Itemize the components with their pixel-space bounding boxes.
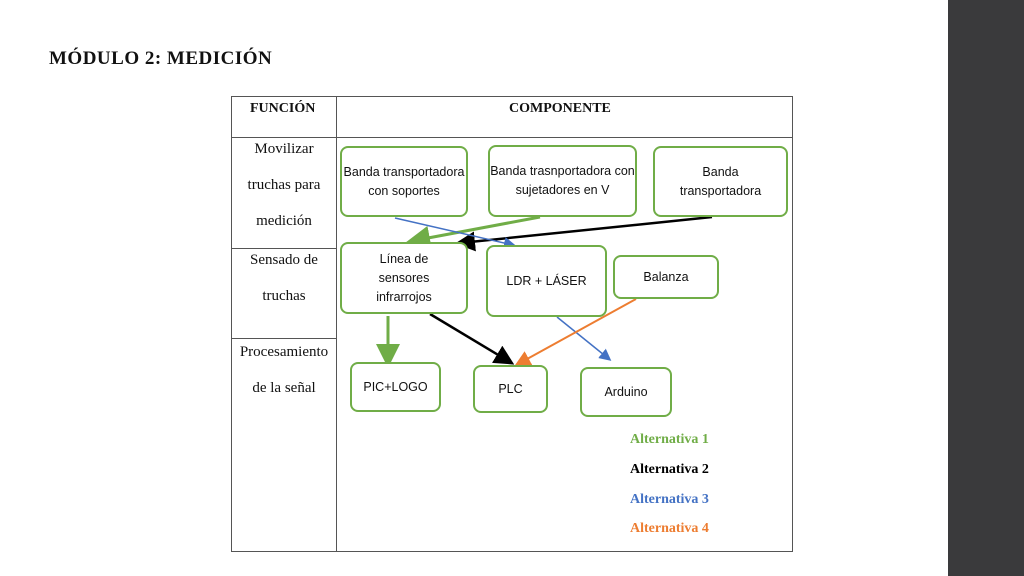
component-balanza: Balanza	[613, 255, 719, 299]
component-plc: PLC	[473, 365, 548, 413]
component-linea-sensores: Línea de sensores infrarrojos	[340, 242, 468, 314]
component-banda-soportes: Banda transportadora con soportes	[340, 146, 468, 217]
legend-alternativa-4: Alternativa 4	[630, 521, 709, 536]
component-pic-logo: PIC+LOGO	[350, 362, 441, 412]
header-function: FUNCIÓN	[250, 101, 316, 116]
table-column-divider	[336, 96, 337, 552]
header-component: COMPONENTE	[509, 101, 611, 116]
table-header-divider	[231, 137, 793, 138]
legend-alternativa-3: Alternativa 3	[630, 492, 709, 507]
legend-alternativa-1: Alternativa 1	[630, 432, 709, 447]
component-ldr-laser: LDR + LÁSER	[486, 245, 607, 317]
table-row-divider-2	[231, 338, 337, 339]
function-component-table	[231, 96, 793, 552]
component-arduino: Arduino	[580, 367, 672, 417]
function-row-1: Movilizar truchas para medición	[247, 141, 321, 229]
component-banda-transportadora: Banda transportadora	[653, 146, 788, 217]
right-sidebar-panel	[948, 0, 1024, 576]
page-title: MÓDULO 2: MEDICIÓN	[49, 48, 273, 69]
component-banda-sujetadores-v: Banda trasnportadora con sujetadores en …	[488, 145, 637, 217]
legend-alternativa-2: Alternativa 2	[630, 462, 709, 477]
function-row-3: Procesamiento de la señal	[239, 344, 329, 396]
table-row-divider-1	[231, 248, 337, 249]
function-row-2: Sensado de truchas	[250, 252, 318, 304]
